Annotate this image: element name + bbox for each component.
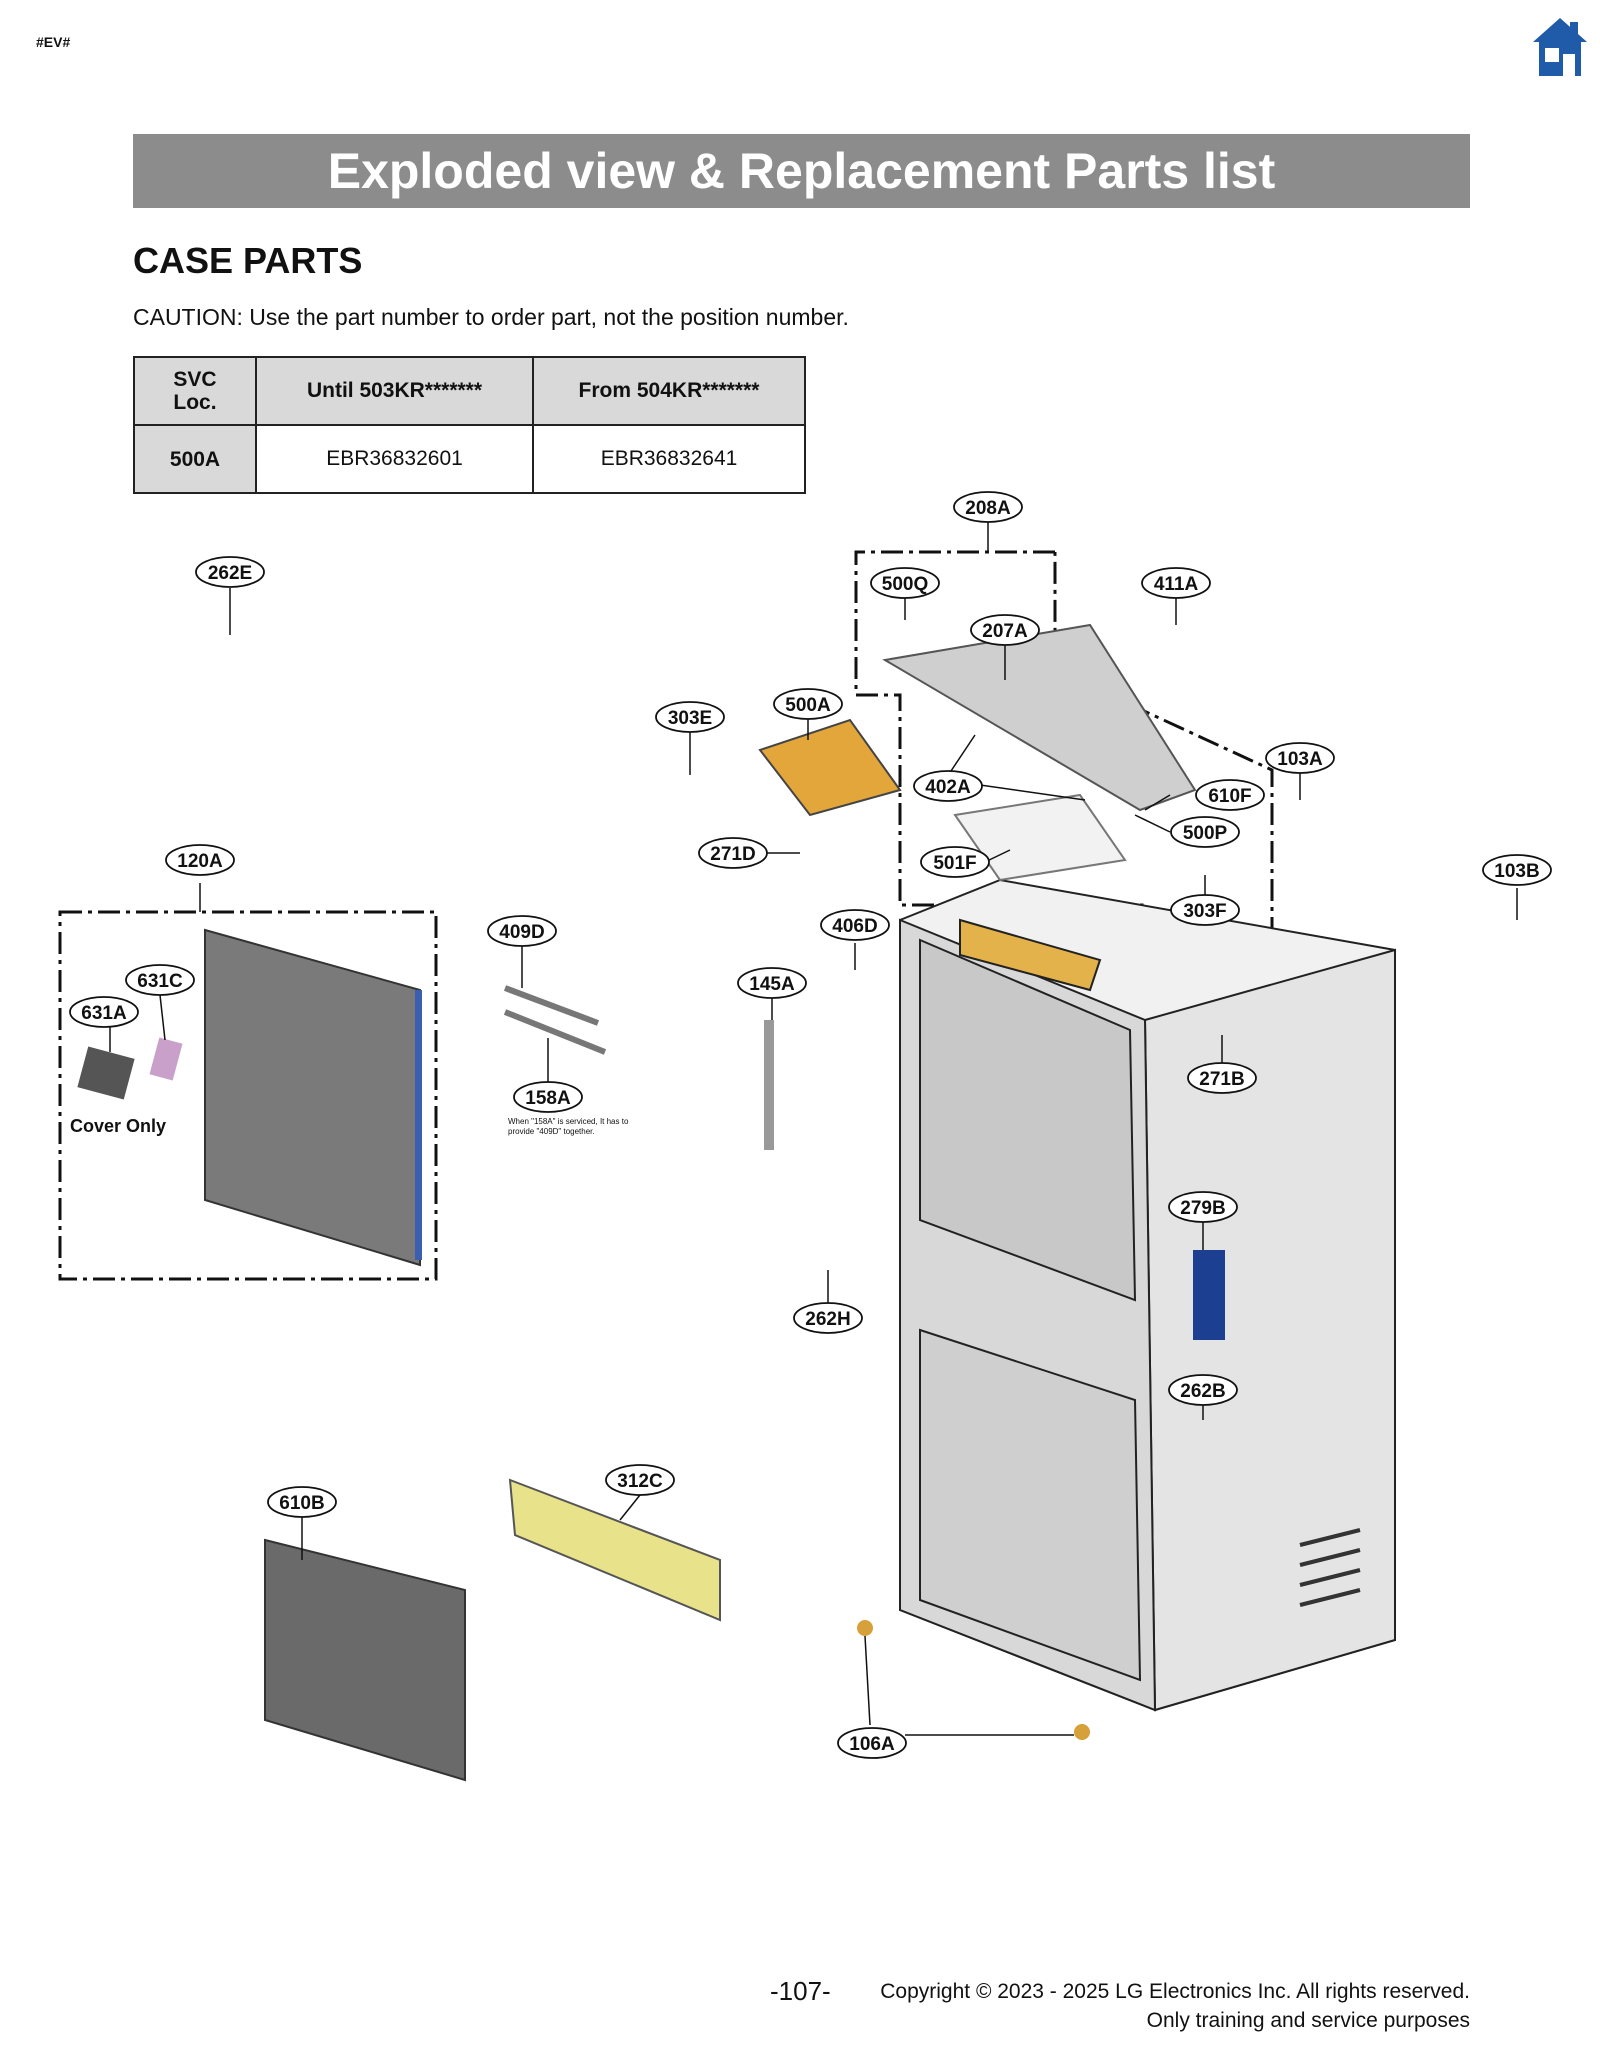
callout-label: 120A [177,851,223,872]
callout-bubble [737,967,807,999]
part-631C [149,1037,183,1081]
callout-label: 145A [749,974,795,995]
callout-label: 303E [668,708,712,729]
callout-label: 406D [832,916,877,937]
cover-panel-120A [204,928,421,1267]
callout-label: 271D [710,844,755,865]
callout-bubble [69,996,139,1028]
callout-bubble [195,556,265,588]
callout-label: 303F [1183,901,1226,922]
callout-bubble [793,1302,863,1334]
cell-from: EBR36832641 [532,424,806,494]
cell-loc: 500A [133,424,257,494]
home-icon[interactable] [1531,16,1589,78]
callout-bubble [1187,1062,1257,1094]
callout-bubble [605,1464,675,1496]
copyright-text: Copyright © 2023 - 2025 LG Electronics I… [880,1980,1470,2003]
callout-label: 279B [1180,1198,1225,1219]
callout-bubble [820,909,890,941]
header-from: From 504KR******* [532,356,806,426]
copyright-block: Copyright © 2023 - 2025 LG Electronics I… [880,1977,1470,2035]
refrigerator-cabinet [899,878,1396,1712]
part-106A-foot-1 [857,1620,873,1636]
callout-label: 610F [1208,786,1251,807]
callout-bubble [655,701,725,733]
part-279B [1193,1250,1225,1340]
callout-labels: 208A 262E 500Q 411A 207A 303E 500A 103A … [81,498,1539,1755]
callout-label: 262H [805,1309,850,1330]
callout-bubble [1168,1374,1238,1406]
callout-label: 631A [81,1003,127,1024]
part-145A [764,1020,774,1150]
service-note: When "158A" is serviced, It has to provi… [508,1117,629,1136]
callouts [69,491,1552,1759]
part-312C [508,1478,721,1622]
cabinet-vents [1299,1528,1361,1607]
callout-bubble [267,1486,337,1518]
callout-label: 409D [499,922,544,943]
callout-bubble [870,567,940,599]
callout-label: 501F [933,853,976,874]
callout-label: 103B [1494,861,1539,882]
page-banner: Exploded view & Replacement Parts list [133,134,1470,208]
caution-text: CAUTION: Use the part number to order pa… [133,304,849,330]
callout-label: 262E [208,563,252,584]
part-409D [503,985,607,1055]
callout-bubble [165,844,235,876]
purpose-text: Only training and service purposes [1146,2009,1470,2032]
callout-label: 208A [965,498,1011,519]
callout-bubble [125,964,195,996]
cell-until: EBR36832601 [255,424,534,494]
callout-label: 402A [925,777,971,798]
callout-bubble [773,688,843,720]
callout-label: 500A [785,695,831,716]
callout-label: 610B [279,1493,324,1514]
callout-label: 312C [617,1471,663,1492]
callout-bubble [513,1081,583,1113]
callout-label: 103A [1277,749,1323,770]
section-title: CASE PARTS [133,240,363,281]
cover-only-note: Cover Only [70,1116,167,1136]
callout-label: 158A [525,1088,571,1109]
table-row: 500A EBR36832601 EBR36832641 [133,424,806,494]
callout-bubble [1195,779,1265,811]
callout-label: 271B [1199,1069,1244,1090]
header-until: Until 503KR******* [255,356,534,426]
part-500A [758,718,902,817]
callout-bubble [1170,816,1240,848]
callout-bubble [1170,894,1240,926]
part-106A-foot-2 [1074,1724,1090,1740]
callout-label: 631C [137,971,183,992]
part-610B [264,1538,466,1782]
callout-bubble [698,837,768,869]
callout-bubble [970,614,1040,646]
page-number: -107- [770,1976,831,2006]
group-outline-120A [58,910,438,1281]
callout-bubble [913,770,983,802]
callout-bubble [837,1727,907,1759]
blue-edge-120A [415,990,422,1260]
callout-bubble [1482,854,1552,886]
callout-bubble [1265,742,1335,774]
callout-label: 500P [1183,823,1228,844]
callout-label: 207A [982,621,1028,642]
callout-bubble [953,491,1023,523]
part-631A [77,1046,135,1100]
callout-bubble [487,915,557,947]
callout-label: 106A [849,1734,895,1755]
callout-bubble [920,846,990,878]
callout-bubble [1141,567,1211,599]
callout-bubble [1168,1191,1238,1223]
callout-label: 411A [1154,574,1199,595]
callout-label: 500Q [882,574,928,595]
callout-label: 262B [1180,1381,1225,1402]
document-tag: #EV# [36,34,71,50]
